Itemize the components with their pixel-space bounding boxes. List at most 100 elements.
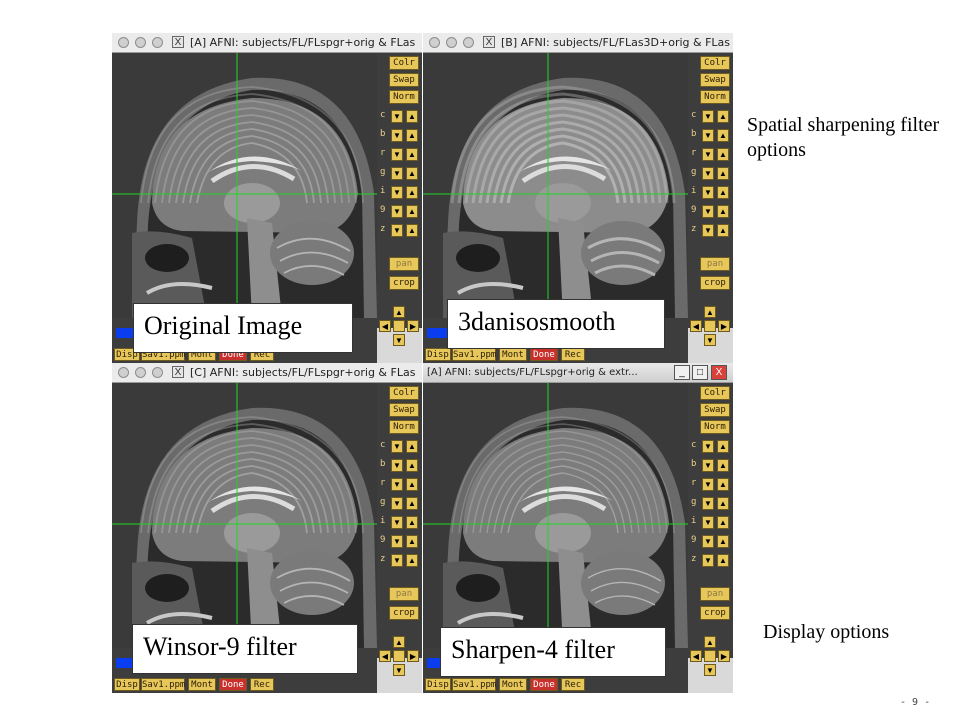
bottom-button[interactable]: Mont	[499, 678, 527, 691]
x11-close-icon[interactable]: X	[172, 366, 184, 378]
arrow-up-icon[interactable]: ▲	[717, 186, 729, 199]
nav-up-icon[interactable]: ▲	[704, 636, 716, 648]
bottom-button[interactable]: Disp	[425, 678, 451, 691]
close-button[interactable]: X	[711, 365, 727, 380]
arrow-up-icon[interactable]: ▲	[717, 478, 729, 491]
side-button[interactable]: Norm	[389, 420, 419, 434]
side-button[interactable]: Norm	[700, 90, 730, 104]
arrow-up-icon[interactable]: ▲	[717, 535, 729, 548]
minimize-dot-icon[interactable]	[135, 37, 146, 48]
nav-left-icon[interactable]: ◀	[379, 650, 391, 662]
crop-button[interactable]: crop	[700, 606, 730, 620]
nav-down-icon[interactable]: ▼	[393, 334, 405, 346]
arrow-down-icon[interactable]: ▼	[702, 205, 714, 218]
arrow-up-icon[interactable]: ▲	[406, 167, 418, 180]
close-dot-icon[interactable]	[429, 37, 440, 48]
maximize-button[interactable]: □	[692, 365, 708, 380]
bottom-button[interactable]: Rec	[561, 678, 585, 691]
arrow-down-icon[interactable]: ▼	[391, 478, 403, 491]
mri-sagittal-image[interactable]	[112, 383, 377, 648]
arrow-up-icon[interactable]: ▲	[717, 167, 729, 180]
side-button[interactable]: Colr	[389, 386, 419, 400]
arrow-down-icon[interactable]: ▼	[702, 129, 714, 142]
arrow-down-icon[interactable]: ▼	[391, 554, 403, 567]
arrow-down-icon[interactable]: ▼	[391, 148, 403, 161]
arrow-down-icon[interactable]: ▼	[391, 516, 403, 529]
side-button[interactable]: Swap	[700, 73, 730, 87]
arrow-up-icon[interactable]: ▲	[717, 110, 729, 123]
side-button[interactable]: Colr	[700, 56, 730, 70]
nav-right-icon[interactable]: ▶	[407, 320, 419, 332]
arrow-down-icon[interactable]: ▼	[391, 459, 403, 472]
nav-right-icon[interactable]: ▶	[718, 650, 730, 662]
nav-left-icon[interactable]: ◀	[379, 320, 391, 332]
nav-center-icon[interactable]	[704, 320, 716, 332]
arrow-up-icon[interactable]: ▲	[717, 554, 729, 567]
crop-button[interactable]: crop	[700, 276, 730, 290]
crop-button[interactable]: crop	[389, 606, 419, 620]
pan-button[interactable]: pan	[389, 587, 419, 601]
nav-up-icon[interactable]: ▲	[393, 306, 405, 318]
arrow-up-icon[interactable]: ▲	[717, 148, 729, 161]
nav-up-icon[interactable]: ▲	[393, 636, 405, 648]
close-dot-icon[interactable]	[118, 367, 129, 378]
nav-center-icon[interactable]	[393, 650, 405, 662]
mri-sagittal-image[interactable]	[423, 53, 688, 318]
zoom-dot-icon[interactable]	[463, 37, 474, 48]
arrow-down-icon[interactable]: ▼	[391, 129, 403, 142]
bottom-button[interactable]: Done	[530, 348, 558, 361]
bottom-button[interactable]: Sav1.ppm	[452, 678, 497, 691]
arrow-up-icon[interactable]: ▲	[406, 440, 418, 453]
arrow-down-icon[interactable]: ▼	[702, 167, 714, 180]
bottom-button[interactable]: Sav1.ppm	[141, 678, 186, 691]
side-button[interactable]: Swap	[389, 403, 419, 417]
x11-close-icon[interactable]: X	[172, 36, 184, 48]
arrow-up-icon[interactable]: ▲	[717, 497, 729, 510]
arrow-down-icon[interactable]: ▼	[391, 186, 403, 199]
nav-down-icon[interactable]: ▼	[393, 664, 405, 676]
arrow-up-icon[interactable]: ▲	[406, 110, 418, 123]
arrow-down-icon[interactable]: ▼	[391, 224, 403, 237]
arrow-down-icon[interactable]: ▼	[702, 497, 714, 510]
side-button[interactable]: Norm	[389, 90, 419, 104]
arrow-up-icon[interactable]: ▲	[717, 224, 729, 237]
crop-button[interactable]: crop	[389, 276, 419, 290]
arrow-up-icon[interactable]: ▲	[406, 459, 418, 472]
nav-center-icon[interactable]	[393, 320, 405, 332]
minimize-button[interactable]: _	[674, 365, 690, 380]
arrow-down-icon[interactable]: ▼	[702, 440, 714, 453]
arrow-up-icon[interactable]: ▲	[406, 205, 418, 218]
arrow-up-icon[interactable]: ▲	[717, 516, 729, 529]
bottom-button[interactable]: Sav1.ppm	[452, 348, 497, 361]
bottom-button[interactable]: Done	[219, 678, 247, 691]
minimize-dot-icon[interactable]	[446, 37, 457, 48]
arrow-up-icon[interactable]: ▲	[406, 478, 418, 491]
bottom-button[interactable]: Rec	[250, 678, 274, 691]
nav-up-icon[interactable]: ▲	[704, 306, 716, 318]
arrow-down-icon[interactable]: ▼	[391, 205, 403, 218]
arrow-up-icon[interactable]: ▲	[406, 516, 418, 529]
arrow-down-icon[interactable]: ▼	[702, 516, 714, 529]
arrow-down-icon[interactable]: ▼	[391, 110, 403, 123]
arrow-up-icon[interactable]: ▲	[406, 497, 418, 510]
mri-sagittal-image[interactable]	[423, 383, 688, 648]
side-button[interactable]: Swap	[700, 403, 730, 417]
bottom-button[interactable]: Disp	[114, 678, 140, 691]
side-button[interactable]: Colr	[389, 56, 419, 70]
arrow-up-icon[interactable]: ▲	[717, 129, 729, 142]
bottom-button[interactable]: Disp	[425, 348, 451, 361]
arrow-down-icon[interactable]: ▼	[391, 167, 403, 180]
nav-center-icon[interactable]	[704, 650, 716, 662]
pan-button[interactable]: pan	[700, 257, 730, 271]
arrow-down-icon[interactable]: ▼	[702, 535, 714, 548]
arrow-up-icon[interactable]: ▲	[406, 224, 418, 237]
arrow-down-icon[interactable]: ▼	[702, 459, 714, 472]
arrow-up-icon[interactable]: ▲	[406, 148, 418, 161]
arrow-down-icon[interactable]: ▼	[702, 224, 714, 237]
bottom-button[interactable]: Rec	[561, 348, 585, 361]
arrow-up-icon[interactable]: ▲	[406, 186, 418, 199]
arrow-down-icon[interactable]: ▼	[391, 535, 403, 548]
minimize-dot-icon[interactable]	[135, 367, 146, 378]
pan-button[interactable]: pan	[700, 587, 730, 601]
arrow-up-icon[interactable]: ▲	[406, 129, 418, 142]
